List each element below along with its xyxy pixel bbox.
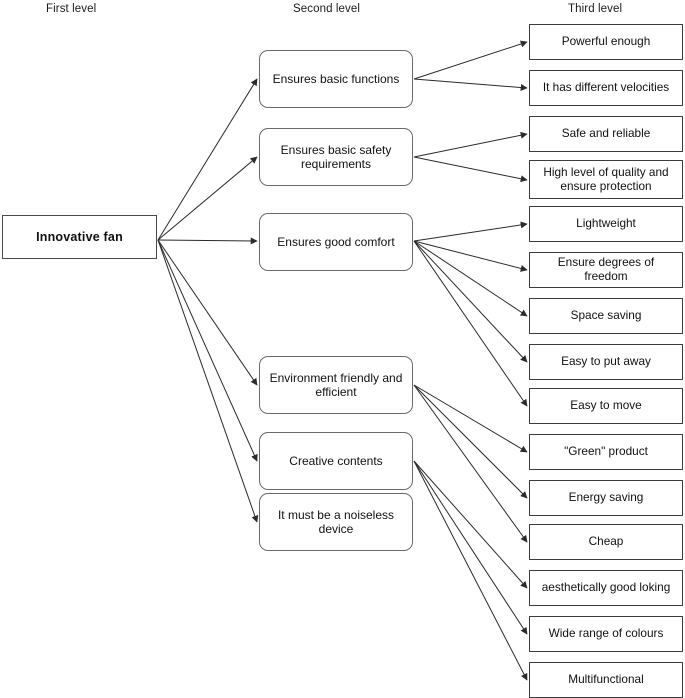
node-creative-contents[interactable]: Creative contents — [259, 432, 413, 490]
node-creative-contents-label: Creative contents — [289, 453, 383, 468]
node-aesthetically-good-loking-label: aesthetically good loking — [541, 580, 671, 595]
node-aesthetically-good-loking[interactable]: aesthetically good loking — [529, 570, 683, 606]
node-powerful-enough[interactable]: Powerful enough — [529, 24, 683, 60]
node-ensures-basic-safety-requirements-label: Ensures basic safety requirements — [280, 142, 392, 171]
node-it-must-be-a-noiseless-device-label: It must be a noiseless device — [277, 507, 395, 536]
node-powerful-enough-label: Powerful enough — [561, 34, 651, 49]
node-ensures-basic-functions[interactable]: Ensures basic functions — [259, 50, 413, 108]
node-safe-and-reliable[interactable]: Safe and reliable — [529, 116, 683, 152]
edge-safety-to-safe-and-reliable — [413, 131, 528, 158]
edge-root-to-it-must-be-a-noiseless-device — [157, 239, 259, 523]
node-wide-range-of-colours-label: Wide range of colours — [548, 626, 664, 641]
node-easy-to-move-label: Easy to move — [570, 398, 642, 413]
edge-root-to-ensures-basic-safety-requirements — [157, 156, 258, 241]
node-environment-friendly-and-efficient[interactable]: Environment friendly and efficient — [259, 356, 413, 414]
edge-creative-to-aesthetically-good-loking — [413, 460, 528, 589]
node-innovative-fan-label: Innovative fan — [36, 229, 123, 244]
node-lightweight[interactable]: Lightweight — [529, 206, 683, 242]
edge-environment-to-energy-saving — [413, 384, 528, 499]
edge-comfort-to-lightweight — [413, 221, 528, 242]
edge-root-to-ensures-basic-functions — [157, 78, 258, 241]
edge-comfort-to-ensure-degrees-of-freedom — [413, 240, 528, 272]
edge-safety-to-high-level-of-quality — [413, 156, 528, 183]
node-wide-range-of-colours[interactable]: Wide range of colours — [529, 616, 683, 652]
header-second-level: Second level — [293, 3, 361, 15]
node-easy-to-move[interactable]: Easy to move — [529, 388, 683, 424]
header-third-level: Third level — [568, 3, 623, 15]
node-ensures-basic-functions-label: Ensures basic functions — [272, 71, 400, 86]
node-high-level-of-quality-and-ensure-protection[interactable]: High level of quality and ensure protect… — [529, 160, 683, 199]
node-space-saving-label: Space saving — [570, 308, 642, 323]
node-it-must-be-a-noiseless-device[interactable]: It must be a noiseless device — [259, 493, 413, 551]
node-innovative-fan[interactable]: Innovative fan — [2, 215, 157, 259]
edge-basic-functions-to-it-has-different-velocities — [413, 78, 528, 91]
edge-creative-to-multifunctional — [413, 460, 528, 681]
edge-comfort-to-space-saving — [413, 240, 528, 317]
node-cheap-label: Cheap — [588, 534, 624, 549]
edge-root-to-creative-contents — [157, 239, 258, 462]
node-ensures-good-comfort-label: Ensures good comfort — [277, 234, 395, 249]
node-easy-to-put-away[interactable]: Easy to put away — [529, 344, 683, 380]
edge-root-to-ensures-good-comfort — [157, 237, 258, 245]
node-multifunctional[interactable]: Multifunctional — [529, 662, 683, 698]
node-green-product-label: "Green" product — [564, 444, 648, 459]
node-ensure-degrees-of-freedom[interactable]: Ensure degrees of freedom — [529, 252, 683, 288]
node-space-saving[interactable]: Space saving — [529, 298, 683, 334]
node-it-has-different-velocities-label: It has different velocities — [542, 80, 670, 95]
node-high-level-of-quality-and-ensure-protection-label: High level of quality and ensure protect… — [543, 164, 669, 193]
node-ensure-degrees-of-freedom-label: Ensure degrees of freedom — [557, 255, 655, 283]
node-multifunctional-label: Multifunctional — [568, 672, 644, 687]
edge-environment-to-green-product — [413, 384, 528, 453]
edge-comfort-to-easy-to-move — [413, 240, 528, 407]
node-easy-to-put-away-label: Easy to put away — [561, 354, 651, 369]
node-ensures-good-comfort[interactable]: Ensures good comfort — [259, 213, 413, 271]
node-energy-saving[interactable]: Energy saving — [529, 480, 683, 516]
header-first-level: First level — [46, 3, 97, 15]
node-green-product[interactable]: "Green" product — [529, 434, 683, 470]
node-safe-and-reliable-label: Safe and reliable — [561, 126, 651, 141]
edge-comfort-to-easy-to-put-away — [413, 240, 528, 363]
edge-basic-functions-to-powerful-enough — [413, 40, 528, 80]
edge-root-to-environment-friendly-and-efficient — [157, 239, 258, 386]
edge-environment-to-cheap — [413, 384, 528, 543]
node-lightweight-label: Lightweight — [576, 216, 636, 231]
node-environment-friendly-and-efficient-label: Environment friendly and efficient — [269, 370, 403, 399]
node-energy-saving-label: Energy saving — [568, 490, 644, 505]
edge-creative-to-wide-range-of-colours — [413, 460, 528, 635]
node-ensures-basic-safety-requirements[interactable]: Ensures basic safety requirements — [259, 128, 413, 186]
node-cheap[interactable]: Cheap — [529, 524, 683, 560]
node-it-has-different-velocities[interactable]: It has different velocities — [529, 70, 683, 106]
